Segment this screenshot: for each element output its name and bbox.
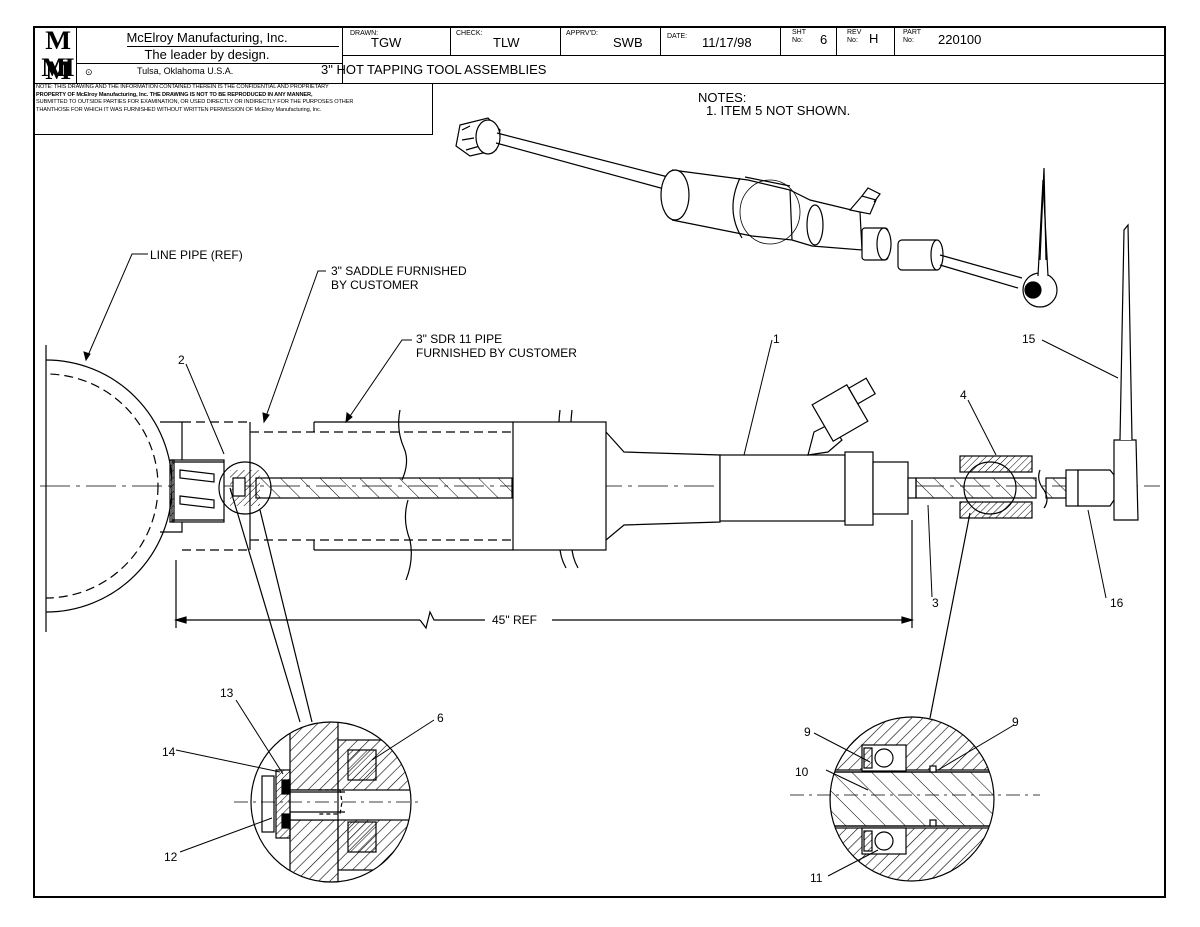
item-number: 1 <box>773 332 780 346</box>
item-number: 13 <box>220 686 234 700</box>
right-detail-view <box>790 512 1040 882</box>
check-value: TLW <box>493 35 520 50</box>
apprvd-label: APPRV'D: <box>566 30 598 37</box>
part-label-2: No: <box>903 37 914 44</box>
main-section-view <box>40 223 1160 632</box>
left-detail-view <box>229 487 420 883</box>
callout-line-pipe: LINE PIPE (REF) <box>150 248 243 262</box>
item-number: 9 <box>804 725 811 739</box>
drawing-title: 3" HOT TAPPING TOOL ASSEMBLIES <box>321 62 547 77</box>
rev-value: H <box>869 31 879 46</box>
item-number: 4 <box>960 388 967 402</box>
registered-mark-icon: ⊙ <box>85 67 93 77</box>
item-number: 2 <box>178 353 185 367</box>
sheet-cell: SHT No: 6 <box>781 28 837 56</box>
drawn-cell: DRAWN: TGW <box>343 28 451 56</box>
callout-sdr-line-1: 3" SDR 11 PIPE <box>416 332 502 346</box>
sheet-label-1: SHT <box>792 29 806 36</box>
company-location: Tulsa, Oklahoma U.S.A. <box>137 66 234 76</box>
item-number: 6 <box>437 711 444 725</box>
date-value: 11/17/98 <box>702 35 752 50</box>
part-value: 220100 <box>938 32 982 47</box>
confidential-notice-box <box>33 83 433 135</box>
title-block: M M M I McElroy Manufacturing, Inc. The … <box>35 26 1164 85</box>
notice-line: PROPERTY OF McElroy Manufacturing, Inc. … <box>36 91 313 98</box>
notice-line: SUBMITTED TO OUTSIDE PARTIES FOR EXAMINA… <box>36 99 354 106</box>
company-cell: McElroy Manufacturing, Inc. The leader b… <box>77 28 343 83</box>
drawn-value: TGW <box>371 35 402 50</box>
note-item: 1. ITEM 5 NOT SHOWN. <box>706 103 851 118</box>
date-cell: DATE: 11/17/98 <box>661 28 781 56</box>
drawn-label: DRAWN: <box>350 30 379 37</box>
callout-saddle-line-1: 3" SADDLE FURNISHED <box>331 264 467 278</box>
item-number: 9 <box>1012 715 1019 729</box>
sheet-value: 6 <box>820 32 828 47</box>
notes-heading: NOTES: <box>698 90 747 105</box>
rev-label-2: No: <box>847 37 858 44</box>
rev-label-1: REV <box>847 29 862 36</box>
apprvd-cell: APPRV'D: SWB <box>561 28 661 56</box>
item-number: 14 <box>162 745 176 759</box>
notice-line: THANTHOSE FOR WHICH IT WAS FURNISHED WIT… <box>36 106 322 113</box>
logo-top: M M <box>45 26 71 85</box>
dimension-label: 45" REF <box>492 613 537 627</box>
confidential-notice: NOTE: THIS DRAWING AND THE INFORMATION C… <box>36 84 432 114</box>
sheet-label-2: No: <box>792 37 803 44</box>
callout-sdr-line-2: FURNISHED BY CUSTOMER <box>416 346 577 360</box>
logo-bottom: M I <box>41 53 74 82</box>
item-number: 3 <box>932 596 939 610</box>
check-label: CHECK: <box>456 30 483 37</box>
item-number: 15 <box>1022 332 1036 346</box>
company-logo: M M M I <box>35 26 77 85</box>
isometric-tool-view <box>455 117 1058 308</box>
callout-saddle-line-2: BY CUSTOMER <box>331 278 419 292</box>
date-label: DATE: <box>667 33 688 40</box>
item-number: 11 <box>810 871 823 885</box>
item-number: 12 <box>164 850 178 864</box>
part-cell: PART No: 220100 <box>895 28 1164 56</box>
item-number: 10 <box>795 765 809 779</box>
check-cell: CHECK: TLW <box>451 28 561 56</box>
company-tagline: The leader by design. <box>144 47 270 62</box>
leader-lines <box>83 253 1119 877</box>
company-name: McElroy Manufacturing, Inc. <box>126 30 288 45</box>
item-number: 16 <box>1110 596 1124 610</box>
part-label-1: PART <box>903 29 922 36</box>
drawing-sheet <box>33 26 1166 898</box>
apprvd-value: SWB <box>613 35 643 50</box>
notice-line: NOTE: THIS DRAWING AND THE INFORMATION C… <box>36 84 329 90</box>
rev-cell: REV No: H <box>837 28 895 56</box>
